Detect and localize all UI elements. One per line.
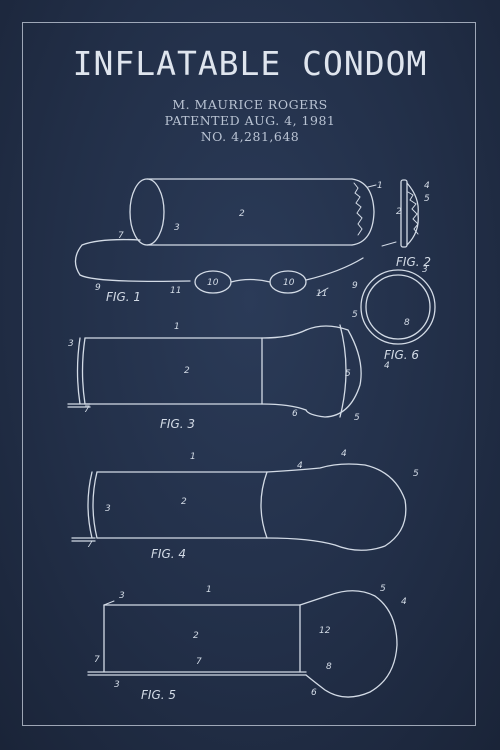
ref-numeral: 6 (311, 688, 317, 698)
ref-numeral: 2 (181, 497, 187, 507)
ref-numeral: 7 (196, 657, 202, 667)
ref-numeral: 8 (326, 662, 332, 672)
figure-5-drawing (87, 590, 398, 698)
figure-1-drawing (74, 178, 377, 295)
ref-numeral: 5 (413, 469, 419, 479)
ref-numeral: 7 (118, 231, 124, 241)
ref-numeral: 4 (297, 461, 303, 471)
figure-1-label: FIG. 1 (106, 290, 141, 304)
ref-numeral: 9 (352, 281, 358, 291)
poster-border (22, 22, 476, 726)
figure-5-label: FIG. 5 (141, 688, 176, 702)
figure-4-label: FIG. 4 (151, 547, 186, 561)
ref-numeral: 7 (84, 405, 90, 415)
ref-numeral: 7 (87, 540, 93, 550)
ref-numeral: 2 (396, 207, 402, 217)
poster-title: INFLATABLE CONDOM (72, 44, 428, 83)
ref-numeral: 10 (283, 278, 295, 288)
ref-numeral: 11 (316, 289, 327, 299)
ref-numeral: 4 (384, 361, 390, 371)
ref-numeral: 1 (190, 452, 196, 462)
ref-numeral: 11 (170, 286, 181, 296)
ref-numeral: 5 (424, 194, 430, 204)
ref-numeral: 3 (119, 591, 125, 601)
ref-numeral: 3 (422, 265, 428, 275)
figure-2-label: FIG. 2 (396, 255, 431, 269)
ref-numeral: 1 (174, 322, 180, 332)
inventor-name: M. MAURICE ROGERS (172, 97, 328, 112)
ref-numeral: 2 (184, 366, 190, 376)
figure-3-label: FIG. 3 (160, 417, 195, 431)
ref-numeral: 10 (207, 278, 219, 288)
ref-numeral: 2 (193, 631, 199, 641)
figure-6-label: FIG. 6 (384, 348, 419, 362)
ref-numeral: 3 (68, 339, 74, 349)
ref-numeral: 5 (352, 310, 358, 320)
figure-3-drawing (67, 324, 362, 418)
ref-numeral: 8 (404, 318, 410, 328)
ref-numeral: 4 (424, 181, 430, 191)
ref-numeral: 3 (114, 680, 120, 690)
figure-6-drawing (360, 269, 436, 345)
ref-numeral: 3 (174, 223, 180, 233)
ref-numeral: 12 (319, 626, 331, 636)
ref-numeral: 4 (401, 597, 407, 607)
ref-numeral: 1 (377, 181, 383, 191)
patent-number: NO. 4,281,648 (200, 129, 300, 144)
patent-date: PATENTED AUG. 4, 1981 (164, 113, 336, 128)
ref-numeral: 3 (105, 504, 111, 514)
figure-4-drawing (71, 463, 407, 551)
ref-numeral: 6 (292, 409, 298, 419)
ref-numeral: 4 (341, 449, 347, 459)
figure-2-drawing (381, 179, 419, 248)
ref-numeral: 2 (239, 209, 245, 219)
ref-numeral: 5 (354, 413, 360, 423)
ref-numeral: 5 (380, 584, 386, 594)
ref-numeral: 5 (345, 369, 351, 379)
ref-numeral: 9 (95, 283, 101, 293)
ref-numeral: 7 (94, 655, 100, 665)
ref-numeral: 1 (206, 585, 212, 595)
